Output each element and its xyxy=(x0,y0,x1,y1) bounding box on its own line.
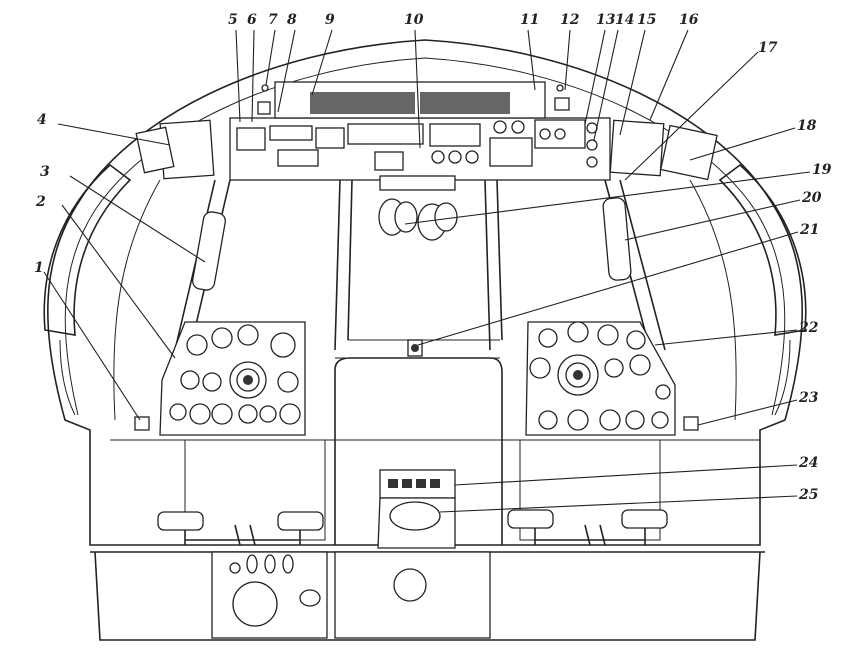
callout-8: 8 xyxy=(287,12,297,28)
callout-17: 17 xyxy=(758,40,778,56)
pedestal-indicators xyxy=(388,479,440,488)
canopy-outline xyxy=(46,39,804,546)
overhead-box-b xyxy=(269,125,313,141)
center-lower-panel xyxy=(334,357,503,545)
center-left-strut xyxy=(334,179,341,351)
callout-10: 10 xyxy=(404,12,424,28)
overhead-box-a xyxy=(236,127,266,151)
overhead-gauge-4 xyxy=(493,120,507,134)
right-outer-window xyxy=(659,124,718,181)
callout-22: 22 xyxy=(798,320,819,336)
left-outer-window xyxy=(135,126,175,174)
overhead-box-d xyxy=(315,127,345,149)
center-right-strut-2 xyxy=(496,179,503,341)
callout-25: 25 xyxy=(798,487,818,503)
callout-12: 12 xyxy=(560,12,580,28)
right-upper-window xyxy=(609,119,665,177)
center-control-knobs[interactable] xyxy=(378,175,458,241)
left-panel-gauges xyxy=(169,324,301,425)
center-left-strut-2 xyxy=(347,179,353,341)
overhead-gauge-10 xyxy=(586,156,598,168)
overhead-box-e xyxy=(347,123,424,145)
right-far-strut xyxy=(689,179,737,421)
callout-13: 13 xyxy=(596,12,616,28)
bottom-center-port xyxy=(393,568,427,602)
overhead-gauge-1 xyxy=(431,150,445,164)
pedestal-housing xyxy=(389,501,441,531)
left-pedals[interactable] xyxy=(157,511,324,546)
callout-19: 19 xyxy=(812,162,832,178)
canopy-inner-outline xyxy=(64,57,786,416)
bottom-outer xyxy=(94,551,761,641)
right-side-frame xyxy=(718,163,807,336)
center-small-lamp xyxy=(411,344,419,352)
callout-20: 20 xyxy=(801,190,822,206)
small-lamp-12 xyxy=(556,84,564,92)
callout-7: 7 xyxy=(268,12,278,28)
right-panel-gauges xyxy=(529,321,671,431)
overhead-box-f xyxy=(374,151,404,171)
overhead-gauge-9 xyxy=(586,139,598,151)
bottom-left-connectors xyxy=(229,554,321,627)
callout-5: 5 xyxy=(228,12,238,28)
overhead-box-h xyxy=(489,137,533,167)
callout-21: 21 xyxy=(799,222,819,238)
overhead-box-g xyxy=(429,123,481,147)
leader-lines xyxy=(43,29,811,513)
callout-1: 1 xyxy=(34,260,44,276)
overhead-gauge-3 xyxy=(465,150,479,164)
right-lower-panel xyxy=(774,339,791,416)
small-indicator-12 xyxy=(554,97,570,111)
callout-2: 2 xyxy=(35,194,46,210)
callout-3: 3 xyxy=(40,164,50,180)
callout-11: 11 xyxy=(520,12,539,28)
left-grab-handle[interactable] xyxy=(191,211,226,292)
left-side-frame xyxy=(43,163,132,336)
callout-24: 24 xyxy=(798,455,818,471)
switch-grid-right xyxy=(420,92,510,114)
small-lamp-7 xyxy=(261,84,269,92)
callout-18: 18 xyxy=(797,118,817,134)
overhead-gauge-6 xyxy=(539,128,551,140)
overhead-gauge-7 xyxy=(554,128,566,140)
left-lower-panel xyxy=(59,339,76,416)
callout-16: 16 xyxy=(679,12,699,28)
switch-grid-left xyxy=(310,92,415,114)
right-pedals[interactable] xyxy=(507,509,668,546)
right-grab-handle[interactable] xyxy=(602,197,632,281)
overhead-gauge-5 xyxy=(511,120,525,134)
overhead-gauge-2 xyxy=(448,150,462,164)
center-right-strut xyxy=(484,179,491,351)
callout-4: 4 xyxy=(37,112,47,128)
callout-15: 15 xyxy=(637,12,656,28)
callout-6: 6 xyxy=(247,12,257,28)
callout-14: 14 xyxy=(615,12,634,28)
left-far-strut xyxy=(113,179,161,421)
left-side-box xyxy=(134,416,150,431)
overhead-box-c xyxy=(277,149,319,167)
right-instrument-panel xyxy=(525,321,676,436)
small-indicator-7 xyxy=(257,101,271,115)
callout-9: 9 xyxy=(325,12,335,28)
right-strut-inner xyxy=(619,179,666,351)
callout-23: 23 xyxy=(798,390,819,406)
right-side-box xyxy=(683,416,699,431)
